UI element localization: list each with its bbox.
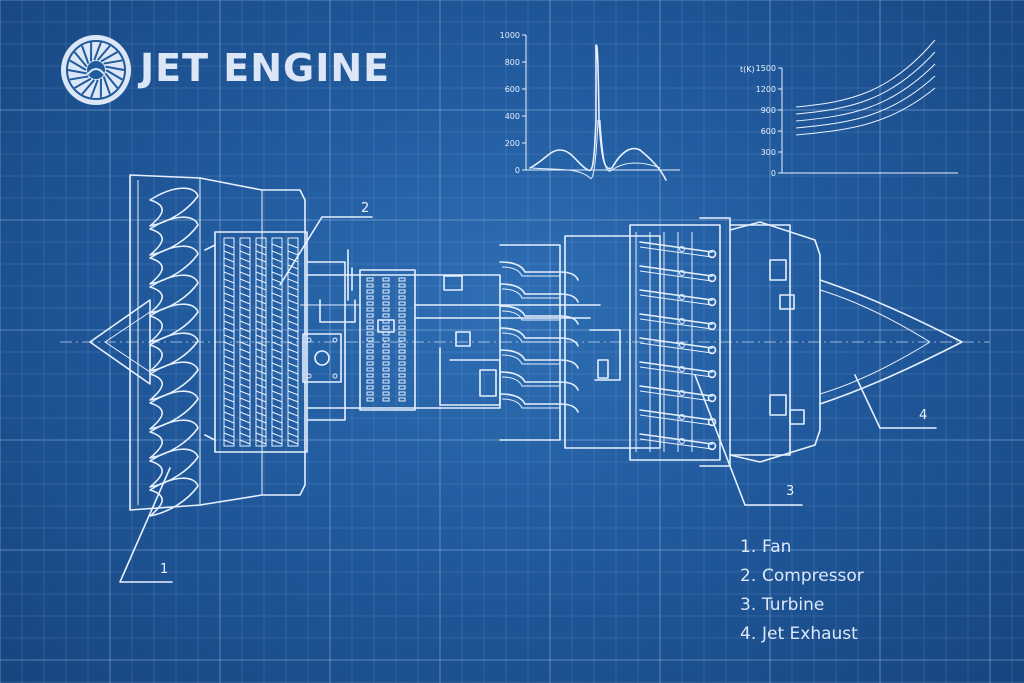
y-tick-label: 0	[515, 166, 520, 175]
temperature-series-line	[795, 75, 936, 129]
legend-item: 3.Turbine	[740, 595, 864, 624]
page-title: JET ENGINE	[140, 46, 391, 90]
callout-3: 3	[786, 484, 795, 499]
y-tick-label: 400	[505, 112, 520, 121]
fan-logo-icon	[61, 35, 131, 105]
temperature-series-line	[795, 63, 936, 122]
legend-item: 1.Fan	[740, 537, 864, 566]
temperature-series-line	[795, 51, 936, 115]
y-tick-label: 0	[771, 169, 776, 178]
y-tick-label: 200	[505, 139, 520, 148]
y-tick-label: 800	[505, 58, 520, 67]
compressor	[204, 231, 346, 453]
y-tick-label: 300	[761, 148, 776, 157]
fan-blades	[149, 187, 199, 517]
callout-leaders	[119, 216, 937, 583]
temperature-chart: 1500 1200 900 600 300 0 t(K)	[740, 39, 958, 178]
legend-number: 1.	[740, 537, 757, 557]
y-tick-label: 600	[505, 85, 520, 94]
y-tick-label: 1500	[756, 64, 776, 73]
combustor	[347, 249, 601, 411]
shaft-housing	[300, 274, 501, 409]
callout-4: 4	[919, 408, 928, 423]
legend-label: Turbine	[762, 595, 825, 615]
legend-number: 2.	[740, 566, 757, 586]
exhaust-casing	[729, 221, 821, 463]
spectrum-chart: 1000 800 600 400 200 0	[500, 31, 680, 181]
exhaust-cone	[819, 279, 963, 405]
temperature-series-line	[795, 87, 936, 136]
y-tick-label: 1200	[756, 85, 776, 94]
legend-item: 4.Jet Exhaust	[740, 624, 864, 653]
y-tick-label: 600	[761, 127, 776, 136]
fan-nacelle	[129, 174, 306, 511]
y-axis-label: t(K)	[740, 65, 755, 74]
legend-label: Compressor	[762, 566, 864, 586]
legend-number: 4.	[740, 624, 757, 644]
callout-2: 2	[361, 201, 370, 216]
legend-label: Fan	[762, 537, 792, 557]
y-tick-label: 900	[761, 106, 776, 115]
turbine	[564, 217, 791, 467]
parts-legend: 1.Fan 2.Compressor 3.Turbine 4.Jet Exhau…	[740, 537, 864, 653]
y-tick-label: 1000	[500, 31, 520, 40]
legend-label: Jet Exhaust	[762, 624, 858, 644]
legend-number: 3.	[740, 595, 757, 615]
temperature-series-line	[795, 39, 936, 108]
legend-item: 2.Compressor	[740, 566, 864, 595]
fuel-pipes	[499, 244, 621, 441]
callout-1: 1	[160, 562, 169, 577]
